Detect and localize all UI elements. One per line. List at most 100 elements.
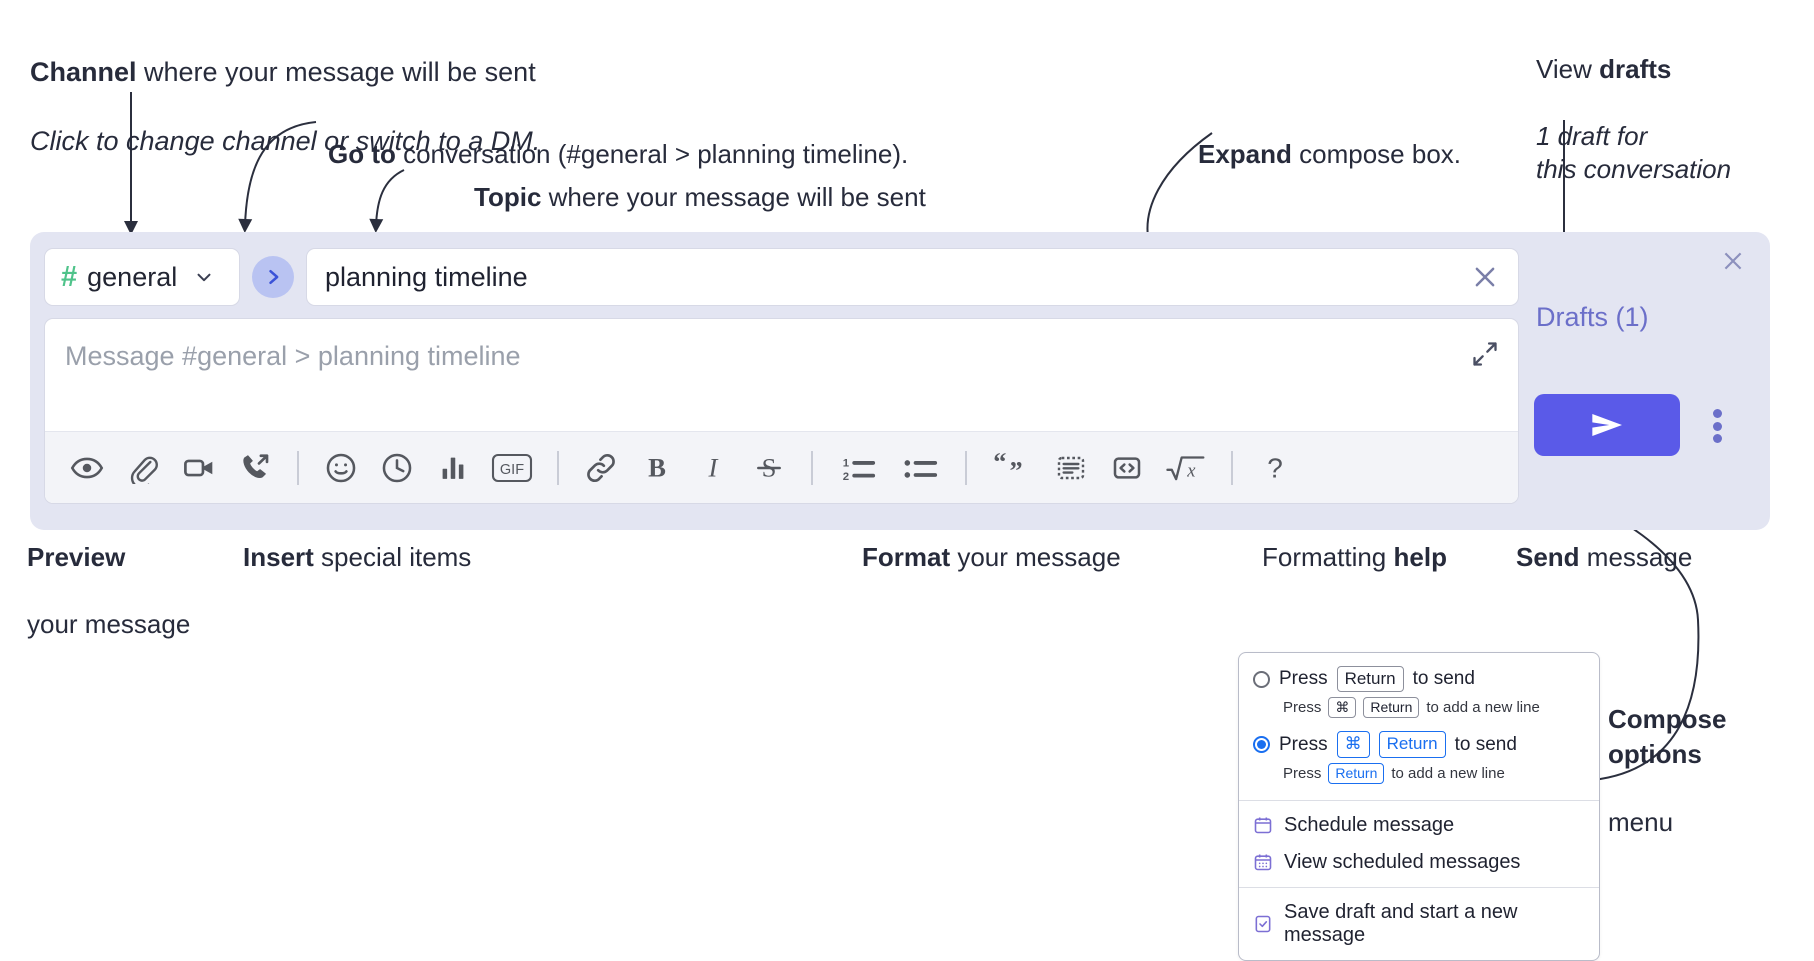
radio-button[interactable] <box>1253 670 1270 688</box>
svg-text:?: ? <box>1267 452 1283 483</box>
math-sqrt-icon: x <box>1166 455 1205 481</box>
radio-button-selected[interactable] <box>1253 736 1270 754</box>
audio-clip-button[interactable] <box>227 440 283 496</box>
menu-item-schedule-message[interactable]: Schedule message <box>1239 807 1599 844</box>
blockquote-button[interactable]: “ ” <box>981 440 1043 496</box>
annotation-channel-rest: where your message will be sent <box>136 56 536 87</box>
toolbar-separator <box>965 450 967 485</box>
strikethrough-icon: S <box>757 452 781 482</box>
more-vertical-dot <box>1712 434 1722 443</box>
expand-compose-button[interactable] <box>1468 337 1502 371</box>
link-button[interactable] <box>573 440 629 496</box>
annotation-drafts-italic: 1 draft for this conversation <box>1536 120 1732 185</box>
annotation-format: Format your message <box>862 508 1121 575</box>
code-block-icon <box>1057 456 1085 479</box>
svg-text:x: x <box>1186 460 1196 481</box>
eye-icon <box>70 457 104 478</box>
paperclip-icon <box>130 456 158 484</box>
menu-item-save-draft[interactable]: Save draft and start a new message <box>1239 894 1599 954</box>
annotation-expand-rest: compose box. <box>1291 139 1462 170</box>
math-button[interactable]: x <box>1155 440 1217 496</box>
annotation-preview-rest: your message <box>27 608 191 639</box>
bold-icon: B <box>648 452 666 482</box>
drafts-link[interactable]: Drafts (1) <box>1536 302 1649 332</box>
quote-icon: “ ” <box>993 452 1023 484</box>
annotation-goto-rest: conversation (#general > planning timeli… <box>395 139 909 170</box>
send-mode-press-label: Press <box>1279 733 1328 755</box>
gif-icon: GIF <box>491 453 533 482</box>
ordered-list-icon: 1 2 <box>843 457 876 483</box>
goto-conversation-button[interactable] <box>252 256 294 298</box>
annotation-channel-italic: Click to change channel or switch to a D… <box>30 125 541 156</box>
annotation-help-bold: help <box>1393 542 1447 573</box>
italic-button[interactable]: I <box>685 440 741 496</box>
poll-button[interactable] <box>425 440 481 496</box>
preview-button[interactable] <box>59 440 115 496</box>
toolbar-separator <box>297 450 299 485</box>
annotation-formatting-help: Formatting help <box>1262 508 1447 575</box>
send-mode-group: Press Return to send Press ⌘ Return to a… <box>1239 653 1599 800</box>
annotation-format-rest: your message <box>950 542 1121 573</box>
menu-item-label: View scheduled messages <box>1284 850 1521 873</box>
svg-text:“: “ <box>993 452 1006 477</box>
formatting-help-button[interactable]: ? <box>1247 440 1303 496</box>
ordered-list-button[interactable]: 1 2 <box>827 440 889 496</box>
topic-clear-button[interactable] <box>1466 258 1504 296</box>
channel-picker[interactable]: # general <box>44 248 240 306</box>
annotation-compose-options: Compose options menu <box>1608 668 1726 874</box>
svg-text:”: ” <box>1010 456 1023 484</box>
annotation-preview-bold: Preview <box>27 542 126 573</box>
menu-item-view-scheduled-messages[interactable]: View scheduled messages <box>1239 844 1599 881</box>
hint-suffix: to add a new line <box>1391 764 1505 782</box>
document-check-icon <box>1253 914 1273 934</box>
annotation-expand-bold: Expand <box>1198 139 1292 170</box>
panel-close-button[interactable] <box>1716 244 1750 278</box>
schedule-button[interactable] <box>369 440 425 496</box>
annotation-drafts-prefix: View <box>1536 54 1600 85</box>
close-icon <box>1724 252 1742 270</box>
annotation-drafts: View drafts 1 draft for this conversatio… <box>1536 20 1731 220</box>
expand-diagonal-icon <box>1473 342 1497 366</box>
code-block-button[interactable] <box>1043 440 1099 496</box>
annotation-send: Send message <box>1516 508 1692 575</box>
bulleted-list-button[interactable] <box>889 440 951 496</box>
smiley-icon <box>326 453 356 482</box>
hint-press-label: Press <box>1283 698 1322 716</box>
emoji-button[interactable] <box>313 440 369 496</box>
annotation-preview: Preview your message <box>27 508 190 674</box>
phone-arrow-icon <box>243 453 269 478</box>
annotation-help-prefix: Formatting <box>1262 542 1394 573</box>
annotation-copts-rest: menu <box>1608 807 1674 838</box>
svg-text:B: B <box>648 452 666 482</box>
link-icon <box>587 453 615 482</box>
hash-icon: # <box>61 260 78 293</box>
toolbar-separator <box>1231 450 1233 485</box>
compose-options-button[interactable] <box>1700 404 1734 448</box>
annotation-copts-bold: Compose options <box>1608 704 1727 769</box>
topic-field[interactable]: planning timeline <box>306 248 1519 306</box>
send-mode-suffix: to send <box>1412 668 1475 689</box>
toolbar-separator <box>811 450 813 485</box>
gif-button[interactable]: GIF <box>481 440 543 496</box>
bold-button[interactable]: B <box>629 440 685 496</box>
send-mode-option-cmd-return[interactable]: Press ⌘ Return to send <box>1239 731 1599 759</box>
more-vertical-dot <box>1712 421 1722 431</box>
annotation-topic-bold: Topic <box>474 182 542 213</box>
video-clip-button[interactable] <box>171 440 227 496</box>
compose-inner: # general planning timeline <box>44 246 1519 516</box>
strikethrough-button[interactable]: S <box>741 440 797 496</box>
question-mark-icon: ? <box>1267 452 1283 483</box>
hint-press-label: Press <box>1283 764 1322 782</box>
message-box[interactable]: Message #general > planning timeline <box>44 318 1519 504</box>
topic-input[interactable]: planning timeline <box>325 261 528 292</box>
italic-icon: I <box>708 452 719 482</box>
chevron-right-icon <box>269 269 279 285</box>
annotation-expand: Expand compose box. <box>1198 105 1461 172</box>
send-button[interactable] <box>1534 394 1680 456</box>
toolbar-separator <box>557 450 559 485</box>
send-mode-option-return[interactable]: Press Return to send <box>1239 665 1599 693</box>
inline-code-button[interactable] <box>1099 440 1155 496</box>
attachment-button[interactable] <box>115 440 171 496</box>
calendar-clock-icon <box>1253 815 1273 835</box>
